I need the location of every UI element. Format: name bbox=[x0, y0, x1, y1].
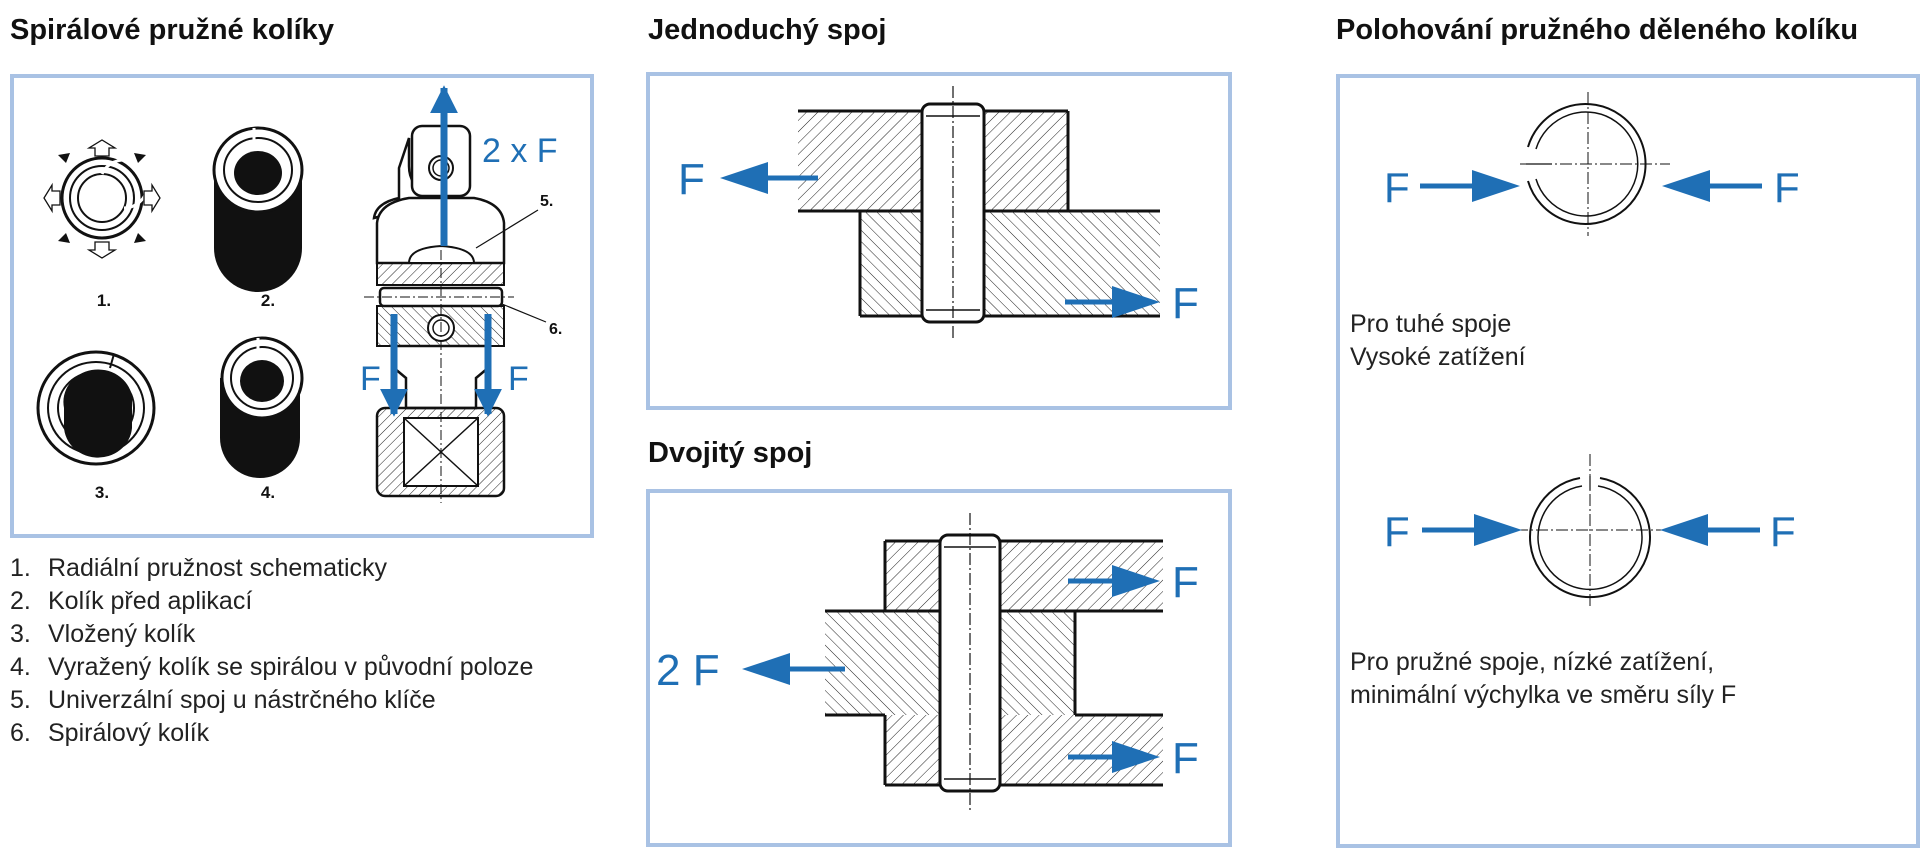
double-force-right-bottom-label: F bbox=[1172, 734, 1199, 783]
double-joint-panel: 2 F F F bbox=[646, 489, 1232, 847]
figure-3-pin-inserted bbox=[36, 350, 156, 466]
legend-item: 2.Kolík před aplikací bbox=[10, 587, 253, 615]
positioning-bottom-force-right-label: F bbox=[1770, 508, 1796, 555]
spiral-pins-heading: Spirálové pružné kolíky bbox=[10, 14, 334, 46]
spiral-pins-panel: 1. 2. 3. 4. bbox=[10, 74, 594, 538]
positioning-drawing: F F F F bbox=[1384, 92, 1800, 608]
positioning-panel: F F F F Pro tuhé spoje Vysoké zatížení P… bbox=[1336, 74, 1920, 848]
figure-2-label: 2. bbox=[261, 291, 275, 310]
spiral-pins-legend: 1.Radiální pružnost schematicky 2.Kolík … bbox=[10, 552, 533, 750]
single-joint-drawing: F F bbox=[678, 86, 1199, 340]
force-2xF-label: 2 x F bbox=[482, 132, 558, 170]
double-joint-drawing: 2 F F F bbox=[656, 513, 1199, 811]
callout-5: 5. bbox=[540, 193, 553, 210]
rigid-joint-note: Pro tuhé spoje Vysoké zatížení bbox=[1350, 310, 1526, 371]
figure-2-pin-before bbox=[212, 126, 304, 292]
positioning-bottom-force-left-label: F bbox=[1384, 508, 1410, 555]
legend-item: 4.Vyražený kolík se spirálou v původní p… bbox=[10, 653, 534, 681]
flexible-joint-note: Pro pružné spoje, nízké zatížení, minimá… bbox=[1350, 648, 1737, 709]
double-force-left-label: 2 F bbox=[656, 646, 720, 695]
force-left-label: F bbox=[360, 360, 381, 398]
figure-1-label: 1. bbox=[97, 291, 111, 310]
figure-4-label: 4. bbox=[261, 483, 275, 502]
slotted-pin-gap-top bbox=[1516, 454, 1666, 608]
single-force-right-label: F bbox=[1172, 279, 1199, 328]
callout-6: 6. bbox=[549, 321, 562, 338]
double-force-right-top-label: F bbox=[1172, 558, 1199, 607]
figure-4-pin-knocked-out bbox=[220, 336, 304, 478]
double-joint-heading: Dvojitý spoj bbox=[648, 437, 813, 469]
universal-joint-drawing bbox=[364, 85, 547, 503]
spiral-pins-drawing: 1. 2. 3. 4. bbox=[36, 85, 562, 503]
legend-item: 6.Spirálový kolík bbox=[10, 719, 210, 747]
figure-1-radial-elasticity bbox=[43, 139, 161, 259]
single-joint-heading: Jednoduchý spoj bbox=[648, 14, 887, 46]
legend-item: 3.Vložený kolík bbox=[10, 620, 196, 648]
legend-item: 1.Radiální pružnost schematicky bbox=[10, 554, 388, 582]
force-right-label: F bbox=[508, 360, 529, 398]
figure-3-label: 3. bbox=[95, 483, 109, 502]
positioning-top-force-left-label: F bbox=[1384, 164, 1410, 211]
slotted-pin-gap-left bbox=[1520, 92, 1670, 236]
positioning-heading: Polohování pružného děleného kolíku bbox=[1336, 14, 1859, 46]
legend-item: 5.Univerzální spoj u nástrčného klíče bbox=[10, 686, 436, 714]
single-joint-panel: F F bbox=[646, 72, 1232, 410]
single-force-left-label: F bbox=[678, 155, 705, 204]
positioning-top-force-right-label: F bbox=[1774, 164, 1800, 211]
